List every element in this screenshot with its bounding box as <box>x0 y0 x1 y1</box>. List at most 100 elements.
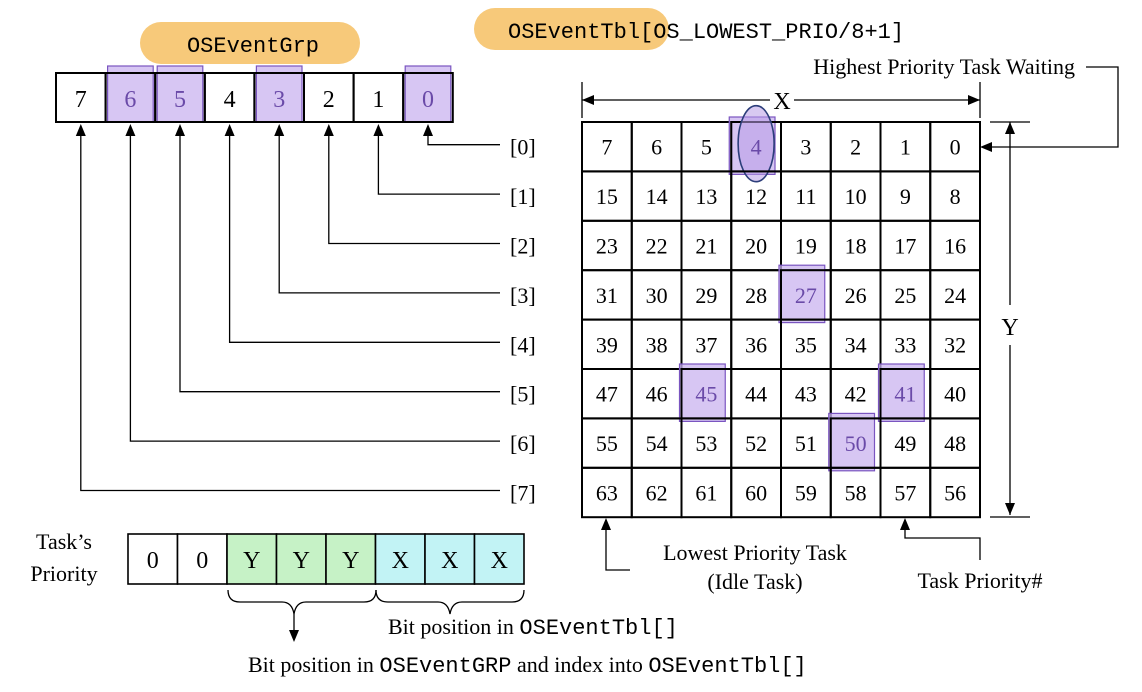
table-cell-label: 27 <box>795 283 817 308</box>
table-cell-label: 10 <box>845 184 867 209</box>
bit-row-connector <box>179 128 500 393</box>
axis-x-label: X <box>773 89 790 115</box>
table-cell-label: 20 <box>745 234 767 259</box>
table-cell-label: 32 <box>944 332 966 357</box>
priority-bit-cell <box>473 533 525 585</box>
table-cell-label: 5 <box>701 135 712 160</box>
priority-bit-label: X <box>441 548 458 574</box>
table-cell-label: 24 <box>944 283 966 308</box>
priority-bit-cell <box>374 533 426 585</box>
highest-priority-label: Highest Priority Task Waiting <box>813 54 1075 79</box>
table-cell-label: 34 <box>845 332 867 357</box>
table-cell-label: 1 <box>900 135 911 160</box>
table-cell-label: 56 <box>944 481 966 506</box>
table-cell-highlight <box>828 412 876 472</box>
brace-yyy <box>227 589 377 642</box>
table-cell-label: 26 <box>845 283 867 308</box>
table-cell-label: 6 <box>651 135 662 160</box>
table-cell-label: 41 <box>894 382 916 407</box>
table-cell-label: 35 <box>795 332 817 357</box>
grp-title: OSEventGrp <box>187 34 319 59</box>
grp-bit-highlight <box>156 65 204 123</box>
table-cell-label: 11 <box>795 184 816 209</box>
table-cell-label: 4 <box>751 135 762 160</box>
table-cell-label: 0 <box>950 135 961 160</box>
grp-bit-label: 1 <box>372 87 384 113</box>
grp-bit-label: 5 <box>174 87 186 113</box>
table-cell-label: 53 <box>695 431 717 456</box>
priority-bit-label: X <box>491 548 508 574</box>
row-index-label: [2] <box>510 234 536 259</box>
table-cell-label: 29 <box>695 283 717 308</box>
table-cell-label: 38 <box>646 332 668 357</box>
table-cell-label: 14 <box>646 184 668 209</box>
table-cell-label: 19 <box>795 234 817 259</box>
grp-bit-label: 3 <box>273 87 285 113</box>
priority-bit-label: Y <box>243 548 260 574</box>
table-cell-label: 18 <box>845 234 867 259</box>
bitpos-tbl-code: OSEventTbl[] <box>519 616 677 641</box>
table-cell-label: 31 <box>596 283 618 308</box>
bitpos-grp-code2: OSEventTbl[] <box>648 654 806 679</box>
bit-row-connector <box>80 128 500 492</box>
tbl-label-bubble <box>474 8 669 50</box>
table-cell-label: 58 <box>845 481 867 506</box>
highest-priority-ellipse <box>737 104 775 183</box>
table-cell-label: 13 <box>695 184 717 209</box>
priority-bit-label: 0 <box>196 548 208 574</box>
table-cell-label: 15 <box>596 184 618 209</box>
axis-y-label: Y <box>1001 315 1018 341</box>
bitpos-tbl-prefix: Bit position in <box>388 614 519 639</box>
table-cell-label: 61 <box>695 481 717 506</box>
table-cell-label: 22 <box>646 234 668 259</box>
table-cell-label: 43 <box>795 382 817 407</box>
priority-bit-cell <box>325 533 377 585</box>
tasks-priority-label-2: Priority <box>30 561 97 586</box>
y-dimension: Y <box>990 121 1030 518</box>
grp-bit-highlight <box>404 65 452 123</box>
table-cell-label: 3 <box>800 135 811 160</box>
table-cell <box>929 466 981 519</box>
row-index-label: [0] <box>510 135 536 160</box>
grp-bit-label: 7 <box>75 87 87 113</box>
table-cell-highlight <box>778 264 826 324</box>
connector-arrowhead <box>274 124 285 136</box>
bit-row-connector <box>228 128 500 343</box>
bit-row-connector <box>377 128 500 195</box>
tasks-priority-label-1: Task’s <box>36 529 92 554</box>
table-cell-label: 60 <box>745 481 767 506</box>
bit-row-connector <box>278 128 500 294</box>
grp-bit-label: 0 <box>422 87 434 113</box>
x-dimension: X <box>581 82 981 118</box>
lowest-priority-callout: Lowest Priority Task (Idle Task) <box>601 518 847 594</box>
bitpos-grp-label: Bit position in OSEventGRP and index int… <box>248 652 807 679</box>
connector-arrowhead <box>323 124 334 136</box>
priority-bit-cell <box>424 533 476 585</box>
bitpos-grp-code: OSEventGRP <box>379 654 511 679</box>
connector-arrowhead <box>75 124 86 136</box>
table-cell-label: 16 <box>944 234 966 259</box>
table-cell-label: 59 <box>795 481 817 506</box>
bitpos-tbl-label: Bit position in OSEventTbl[] <box>388 614 678 641</box>
table-cell-label: 50 <box>845 431 867 456</box>
row-index-label: [4] <box>510 332 536 357</box>
table-cell-label: 57 <box>894 481 916 506</box>
table-cell-label: 39 <box>596 332 618 357</box>
task-priority-num-label: Task Priority# <box>918 568 1043 593</box>
table-cell-label: 52 <box>745 431 767 456</box>
row-index-label: [7] <box>510 481 536 506</box>
task-priority-callout: Task Priority# <box>900 518 1042 593</box>
table-cell-label: 25 <box>894 283 916 308</box>
table-cell-label: 55 <box>596 431 618 456</box>
lowest-priority-label-2: (Idle Task) <box>707 569 802 594</box>
bit-row-connector <box>328 128 500 245</box>
table-cell-label: 33 <box>894 332 916 357</box>
table-cell-label: 49 <box>894 431 916 456</box>
grp-bit-cell <box>402 72 454 123</box>
table-cell-label: 45 <box>695 382 717 407</box>
tbl-title: OSEventTbl[OS_LOWEST_PRIO/8+1] <box>508 20 904 45</box>
table-cell-label: 51 <box>795 431 817 456</box>
grp-bit-label: 2 <box>323 87 335 113</box>
